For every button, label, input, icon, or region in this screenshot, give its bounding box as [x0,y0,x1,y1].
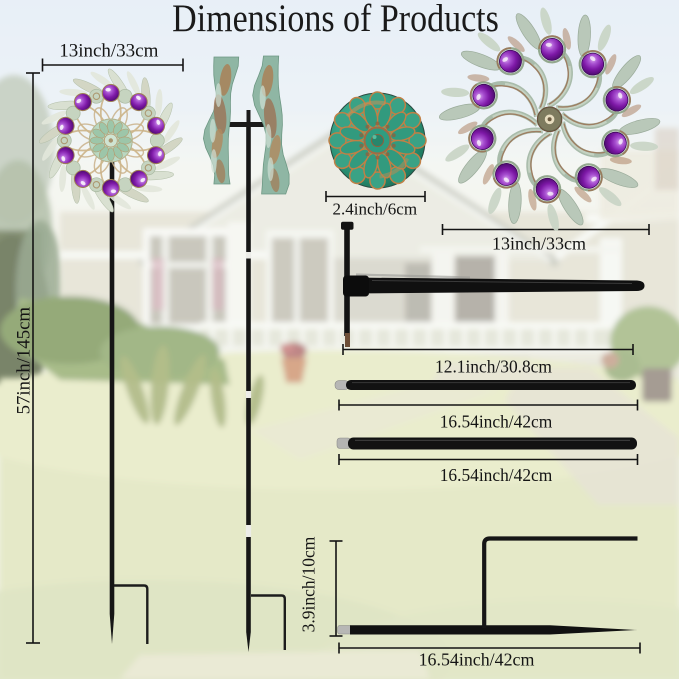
svg-text:16.54inch/42cm: 16.54inch/42cm [440,465,553,485]
svg-text:2.4inch/6cm: 2.4inch/6cm [333,200,418,219]
svg-text:12.1inch/30.8cm: 12.1inch/30.8cm [435,357,552,377]
svg-text:Dimensions of Products: Dimensions of Products [172,0,499,40]
svg-text:3.9inch/10cm: 3.9inch/10cm [299,536,319,632]
svg-text:16.54inch/42cm: 16.54inch/42cm [440,412,553,432]
svg-text:57inch/145cm: 57inch/145cm [14,307,35,415]
svg-text:16.54inch/42cm: 16.54inch/42cm [419,650,535,670]
svg-text:13inch/33cm: 13inch/33cm [492,234,586,254]
svg-text:13inch/33cm: 13inch/33cm [59,41,158,62]
